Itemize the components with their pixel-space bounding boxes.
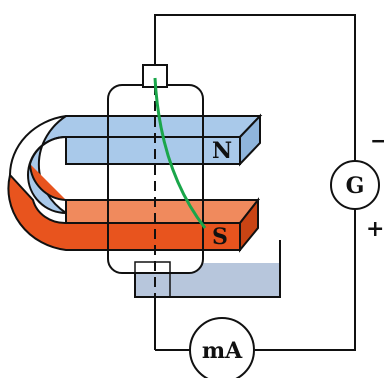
minus-terminal-label: − [370, 128, 384, 154]
south-pole-label: S [212, 224, 228, 250]
milliammeter: mA [189, 317, 255, 378]
galvanometer: G [330, 160, 380, 210]
circuit-wire [154, 14, 356, 351]
milliammeter-label: mA [202, 338, 243, 364]
north-pole-label: N [212, 138, 232, 164]
magnet-south-arm [7, 163, 261, 253]
electrode-base [134, 261, 171, 298]
galvanometer-label: G [346, 173, 365, 199]
plus-terminal-label: + [366, 216, 384, 242]
magnet-north-arm [9, 113, 263, 215]
flexible-wire [153, 77, 207, 229]
